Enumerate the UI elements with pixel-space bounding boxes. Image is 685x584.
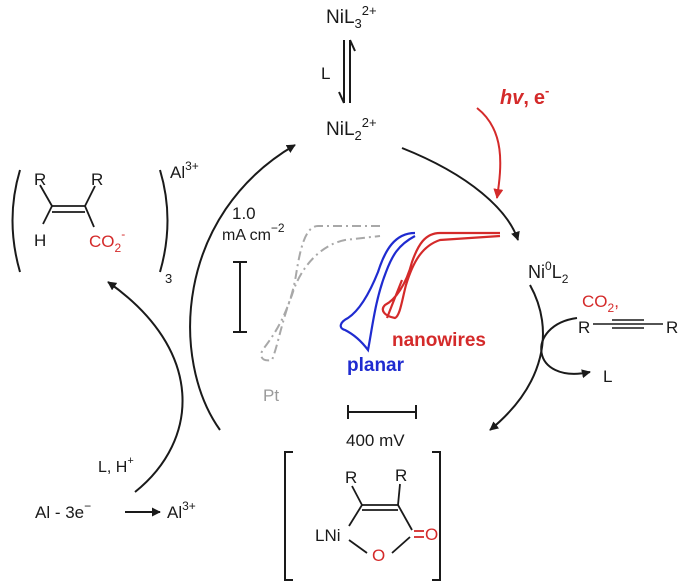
- metallacycle-r-left: R: [345, 468, 357, 487]
- voltage-scale-bar: [347, 405, 417, 419]
- metallacycle-r-right: R: [395, 466, 407, 485]
- equilibrium-half-head-up: [349, 39, 356, 52]
- metallacycle-bonds: [348, 483, 413, 554]
- released-ligand: L: [603, 367, 612, 386]
- product-aluminum: Al3+: [170, 159, 199, 182]
- product-parentheses: [11, 169, 169, 273]
- alkyne-r-right: R: [666, 318, 678, 337]
- lni-label: LNi: [315, 526, 341, 545]
- current-scale-bar: [233, 261, 247, 333]
- product-r-left: R: [34, 170, 46, 189]
- nil3-complex: NiL32+: [326, 3, 377, 31]
- co2-reagent: CO2,: [582, 292, 619, 315]
- current-scale-value: 1.0: [232, 204, 256, 223]
- aluminum-oxidation-left: Al - 3e−: [35, 499, 91, 522]
- ligand-release-arrow: [540, 317, 591, 379]
- planar-cv-curve: [339, 231, 416, 353]
- ligand-label: L: [321, 64, 330, 83]
- protonation-arrow: [107, 281, 184, 493]
- photoexcitation-arrow: [476, 107, 504, 199]
- current-scale-unit: mA cm−2: [222, 221, 285, 244]
- cycle-arrow-right: [401, 147, 520, 241]
- metallacycle-brackets: [284, 451, 441, 581]
- voltage-scale-label: 400 mV: [346, 431, 405, 450]
- planar-curve-label: planar: [347, 355, 405, 376]
- product-h: H: [34, 231, 46, 250]
- carbonyl-double-bond: [414, 530, 424, 538]
- cycle-arrow-lower-right: [489, 284, 544, 431]
- cv-inset: 1.0 mA cm−2 Pt planar nanowires 400 mV: [222, 204, 501, 450]
- nanowires-curve-label: nanowires: [392, 330, 486, 351]
- product-stoichiometry: 3: [165, 271, 172, 286]
- equilibrium-half-head-down: [338, 91, 345, 104]
- pt-curve-label: Pt: [263, 386, 279, 405]
- ring-oxygen: O: [372, 546, 385, 565]
- ni0-complex: Ni0L2: [528, 259, 569, 286]
- cycle-arrow-left: [189, 144, 296, 431]
- aluminum-oxidation-right: Al3+: [167, 499, 196, 522]
- nanowires-cv-curve: [381, 231, 501, 320]
- photo-label: hv,e-: [500, 83, 549, 109]
- protonation-label: L, H+: [98, 455, 134, 476]
- alkyne-triple-bond: [593, 319, 663, 329]
- alkyne-r-left: R: [578, 318, 590, 337]
- pt-cv-curve: [260, 225, 381, 362]
- carbonyl-oxygen: O: [425, 525, 438, 544]
- nil2-complex: NiL22+: [326, 115, 377, 143]
- product-r-right: R: [91, 170, 103, 189]
- carboxylate-label: CO2-: [89, 227, 125, 255]
- product-bonds: [39, 184, 96, 228]
